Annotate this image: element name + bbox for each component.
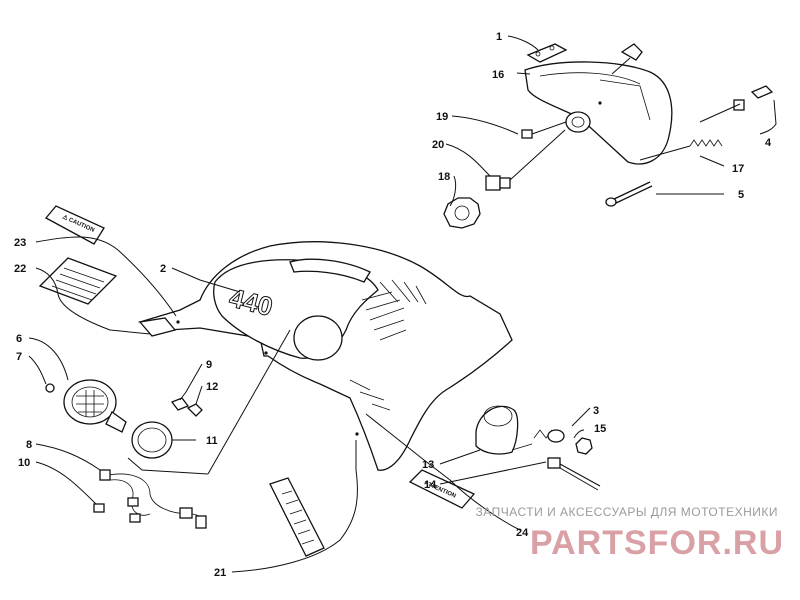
grommet <box>170 397 190 411</box>
callout-15: 15 <box>594 423 606 435</box>
callout-14: 14 <box>424 479 437 491</box>
callout-6: 6 <box>16 333 22 345</box>
bulb-connector <box>485 175 501 191</box>
callout-2: 2 <box>160 263 166 275</box>
callout-labels: 1 2 3 4 5 6 7 8 9 10 11 12 13 14 15 16 1… <box>14 31 772 579</box>
lamp-bulb-socket <box>547 457 601 491</box>
gauge-opening <box>293 315 343 361</box>
gauge-nut <box>186 403 203 417</box>
adjuster-spring <box>689 139 723 147</box>
gauge-housing <box>63 379 127 433</box>
callout-5: 5 <box>738 189 744 201</box>
callout-21: 21 <box>214 567 226 579</box>
callout-17: 17 <box>732 163 744 175</box>
lamp-nut <box>575 437 593 455</box>
callout-18: 18 <box>438 171 450 183</box>
dash-hood: 440 <box>137 241 513 471</box>
decal-info-plate <box>269 477 325 557</box>
wiring-harness <box>93 469 207 529</box>
callout-3: 3 <box>593 405 599 417</box>
callout-8: 8 <box>26 439 32 451</box>
watermark-subtitle: ЗАПЧАСТИ И АКСЕССУАРЫ ДЛЯ МОТОТЕХНИКИ <box>476 505 778 519</box>
callout-23: 23 <box>14 237 26 249</box>
headlight-assembly <box>443 43 774 229</box>
bulb-socket <box>565 111 591 133</box>
callout-12: 12 <box>206 381 218 393</box>
callout-10: 10 <box>18 457 30 469</box>
adjuster-screw <box>611 181 651 201</box>
decal-warning <box>38 257 118 305</box>
callout-7: 7 <box>16 351 22 363</box>
callout-1: 1 <box>496 31 502 43</box>
leader-lines <box>28 35 777 573</box>
watermark-logo: PARTSFOR.RU <box>530 524 784 562</box>
callout-22: 22 <box>14 263 26 275</box>
decal-attention: ATTENTION <box>408 469 476 509</box>
callout-20: 20 <box>432 139 444 151</box>
callout-24: 24 <box>516 527 529 539</box>
headlight-housing <box>524 61 673 165</box>
callout-9: 9 <box>206 359 212 371</box>
callout-19: 19 <box>436 111 448 123</box>
retaining-clip <box>526 43 568 63</box>
lamp-washer <box>547 429 565 443</box>
spring-clip <box>750 85 774 99</box>
adjuster-knob <box>620 43 643 61</box>
callout-16: 16 <box>492 69 504 81</box>
gauge-screw <box>45 383 55 393</box>
callout-11: 11 <box>206 435 218 447</box>
lock-nut <box>443 197 481 229</box>
decal-caution: ⚠ CAUTION <box>44 205 105 245</box>
callout-13: 13 <box>422 459 434 471</box>
gauge-bezel-ring <box>131 421 173 459</box>
callout-4: 4 <box>765 137 772 149</box>
bulb <box>521 129 533 139</box>
indicator-lamp-housing <box>475 405 553 455</box>
watermark: ЗАПЧАСТИ И АКСЕССУАРЫ ДЛЯ МОТОТЕХНИКИ PA… <box>476 505 784 562</box>
